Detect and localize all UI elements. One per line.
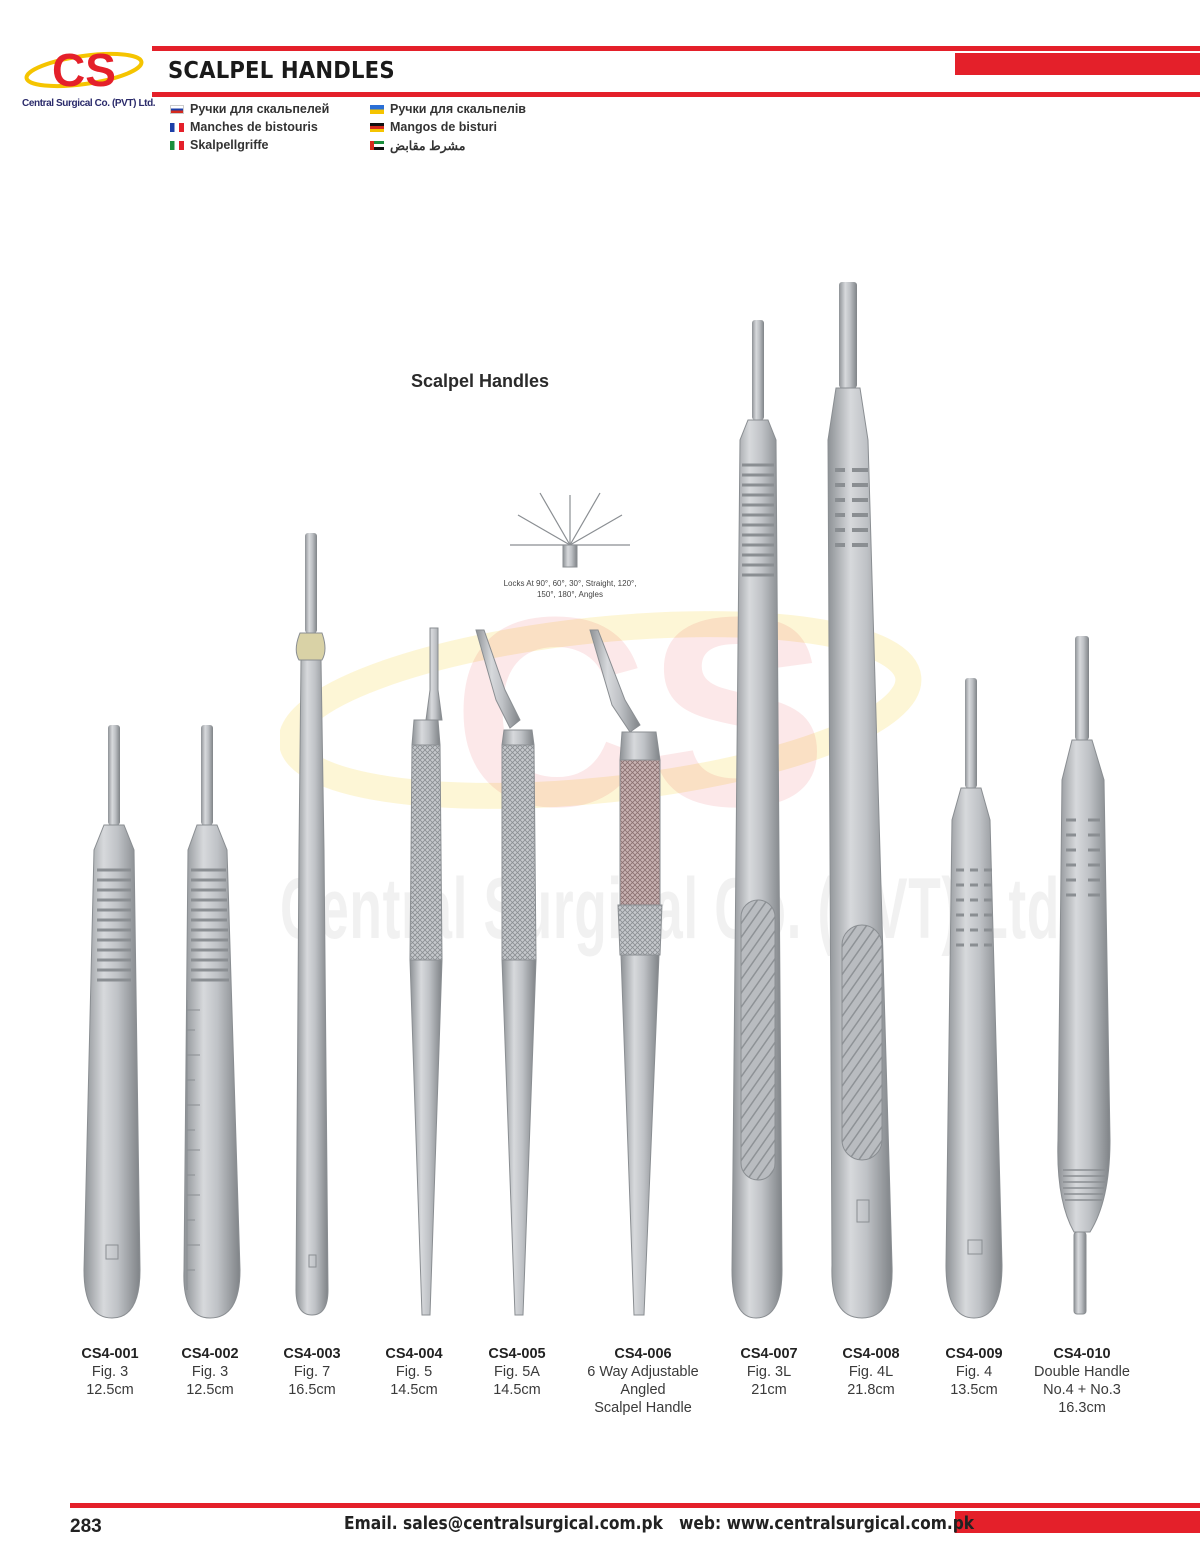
product-detail: Fig. 5 (395, 1364, 433, 1380)
product-detail: Double Handle (1034, 1364, 1130, 1380)
translation-ae-text: مشرط مقابض (390, 139, 466, 153)
handle-cs4-005 (475, 629, 537, 1316)
caption-cs4-007: CS4-007 Fig. 3L 21cm (740, 1345, 797, 1399)
caption-cs4-004: CS4-004 Fig. 5 14.5cm (385, 1345, 442, 1399)
flag-de-icon (370, 122, 384, 132)
company-name: Central Surgical Co. (PVT) Ltd. (22, 98, 156, 109)
handle-cs4-006 (510, 492, 663, 1316)
translation-it-text: Skalpellgriffe (190, 138, 269, 152)
product-detail: 16.3cm (1058, 1400, 1106, 1416)
translation-ru: Ручки для скальпелей (170, 102, 329, 116)
product-detail: 14.5cm (390, 1382, 438, 1398)
product-code: CS4-008 (842, 1346, 900, 1362)
product-detail: Fig. 3 (191, 1364, 229, 1380)
logo-text: CS (52, 44, 116, 96)
translation-fr-text: Manches de bistouris (190, 120, 318, 134)
instrument-illustrations (83, 282, 1111, 1319)
product-detail: Fig. 3 (91, 1364, 129, 1380)
product-detail: Scalpel Handle (594, 1400, 692, 1416)
caption-cs4-006: CS4-006 6 Way Adjustable Angled Scalpel … (587, 1345, 699, 1417)
product-detail: Fig. 4 (955, 1364, 993, 1380)
handle-cs4-003 (295, 533, 329, 1316)
product-code: CS4-006 (614, 1346, 672, 1362)
caption-cs4-009: CS4-009 Fig. 4 13.5cm (945, 1345, 1002, 1399)
translation-de-text: Mangos de bisturi (390, 120, 497, 134)
product-code: CS4-001 (81, 1346, 139, 1362)
product-detail: Fig. 3L (746, 1364, 792, 1380)
lock-angle-note: Locks At 90°, 60°, 30°, Straight, 120°, … (503, 579, 637, 599)
translation-ua: Ручки для скальпелів (370, 102, 526, 116)
section-heading: Scalpel Handles (411, 371, 550, 391)
product-detail: Fig. 5A (494, 1364, 540, 1380)
product-detail: 16.5cm (288, 1382, 336, 1398)
caption-cs4-005: CS4-005 Fig. 5A 14.5cm (488, 1345, 545, 1399)
product-code: CS4-002 (181, 1346, 239, 1362)
footer-contact: Email. sales@centralsurgical.com.pk web:… (344, 1513, 975, 1534)
product-detail: Angled (620, 1382, 666, 1398)
flag-ae-icon (370, 141, 384, 150)
flag-ua-icon (370, 104, 384, 114)
handle-cs4-007 (731, 320, 783, 1319)
caption-cs4-002: CS4-002 Fig. 3 12.5cm (181, 1345, 238, 1399)
product-code: CS4-007 (740, 1346, 798, 1362)
product-code: CS4-009 (945, 1346, 1003, 1362)
footer-red-block (955, 1511, 1200, 1533)
product-detail: No.4 + No.3 (1043, 1382, 1121, 1398)
product-detail: 6 Way Adjustable (587, 1364, 699, 1380)
translation-ae: مشرط مقابض (370, 138, 465, 153)
product-detail: 12.5cm (86, 1382, 134, 1398)
caption-cs4-010: CS4-010 Double Handle No.4 + No.3 16.3cm (1034, 1345, 1130, 1417)
product-code: CS4-010 (1053, 1346, 1111, 1362)
company-logo: CS (24, 44, 144, 96)
handle-cs4-010 (1057, 636, 1111, 1315)
handle-cs4-008 (827, 282, 893, 1319)
header-top-rule (152, 46, 1200, 51)
flag-ru-icon (170, 104, 184, 114)
page-number: 283 (70, 1516, 102, 1537)
footer-rule (70, 1503, 1200, 1508)
handle-cs4-001 (83, 725, 141, 1319)
product-code: CS4-005 (488, 1346, 546, 1362)
translation-de: Mangos de bisturi (370, 120, 497, 134)
product-detail: 21.8cm (847, 1382, 895, 1398)
caption-cs4-003: CS4-003 Fig. 7 16.5cm (283, 1345, 340, 1399)
translation-it: Skalpellgriffe (170, 138, 269, 152)
flag-fr-icon (170, 122, 184, 132)
product-detail: 13.5cm (950, 1382, 998, 1398)
header-red-block (955, 53, 1200, 75)
product-detail: 12.5cm (186, 1382, 234, 1398)
translation-fr: Manches de bistouris (170, 120, 318, 134)
handle-cs4-004 (409, 627, 443, 1316)
caption-cs4-008: CS4-008 Fig. 4L 21.8cm (842, 1345, 899, 1399)
header-bottom-rule (152, 92, 1200, 97)
caption-cs4-001: CS4-001 Fig. 3 12.5cm (81, 1345, 138, 1399)
product-detail: 14.5cm (493, 1382, 541, 1398)
product-detail: 21cm (751, 1382, 787, 1398)
page-title: SCALPEL HANDLES (168, 58, 395, 84)
flag-it-icon (170, 140, 184, 150)
handle-cs4-009 (945, 678, 1003, 1319)
product-code: CS4-003 (283, 1346, 341, 1362)
product-code: CS4-004 (385, 1346, 443, 1362)
product-detail: Fig. 4L (848, 1364, 894, 1380)
handle-cs4-002 (183, 725, 241, 1319)
product-detail: Fig. 7 (293, 1364, 331, 1380)
translation-ru-text: Ручки для скальпелей (190, 102, 330, 116)
translation-ua-text: Ручки для скальпелів (390, 102, 526, 116)
